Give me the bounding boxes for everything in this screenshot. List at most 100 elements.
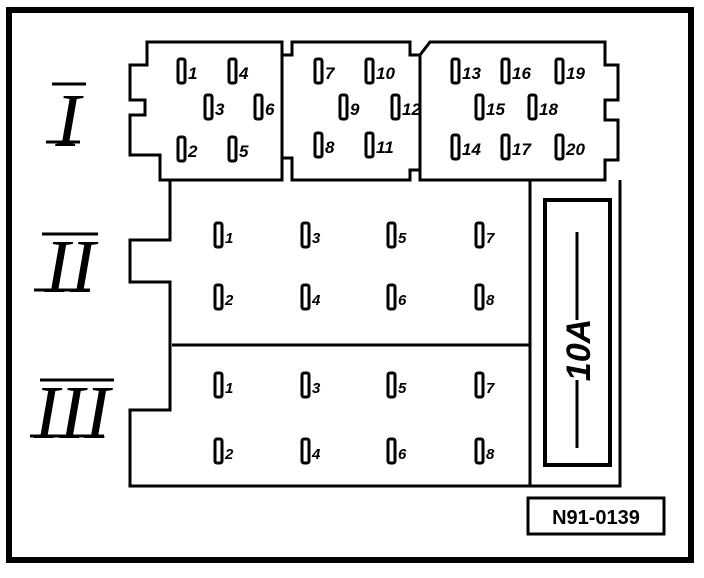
pin-contact bbox=[300, 283, 311, 311]
pin-number: 8 bbox=[486, 446, 495, 463]
pin-contact bbox=[338, 93, 349, 121]
connector-iii-pins: 1 2 3 4 5 6 7 8 bbox=[213, 371, 495, 465]
pin-contact bbox=[300, 371, 311, 399]
pin-contact bbox=[474, 437, 485, 465]
pin-number: 4 bbox=[311, 292, 321, 309]
pin-number: 4 bbox=[311, 446, 321, 463]
pin-number: 4 bbox=[238, 64, 249, 83]
pin-contact bbox=[313, 57, 324, 85]
pin-i-10: 10 bbox=[364, 57, 395, 85]
pin-number: 7 bbox=[325, 64, 336, 83]
pin-contact bbox=[213, 283, 224, 311]
pin-number: 1 bbox=[225, 230, 233, 247]
pin-contact bbox=[527, 93, 538, 121]
connector-ii-iii-housing bbox=[128, 180, 622, 488]
pin-i-12: 12 bbox=[390, 93, 421, 121]
pin-number: 3 bbox=[312, 230, 321, 247]
pin-i-11: 11 bbox=[364, 131, 394, 159]
pin-contact bbox=[554, 57, 565, 85]
pin-ii-3: 3 bbox=[300, 221, 321, 249]
pin-contact bbox=[500, 133, 511, 161]
pin-number: 2 bbox=[224, 446, 234, 463]
pin-i-6: 6 bbox=[253, 93, 275, 121]
roman-numeral-iii: III bbox=[33, 371, 114, 455]
pin-contact bbox=[386, 283, 397, 311]
pin-i-7: 7 bbox=[313, 57, 336, 85]
pin-number: 3 bbox=[312, 380, 321, 397]
pin-i-16: 16 bbox=[500, 57, 531, 85]
pin-number: 11 bbox=[376, 138, 394, 157]
pin-ii-5: 5 bbox=[386, 221, 407, 249]
pin-number: 13 bbox=[462, 64, 481, 83]
pin-contact bbox=[554, 133, 565, 161]
pin-number: 6 bbox=[398, 446, 407, 463]
pin-i-17: 17 bbox=[500, 133, 532, 161]
pin-contact bbox=[227, 135, 238, 163]
pin-contact bbox=[227, 57, 238, 85]
pin-ii-7: 7 bbox=[474, 221, 495, 249]
pin-i-18: 18 bbox=[527, 93, 558, 121]
pin-iii-4: 4 bbox=[300, 437, 321, 465]
pin-ii-8: 8 bbox=[474, 283, 495, 311]
roman-numeral-i: I bbox=[54, 79, 84, 163]
pin-i-15: 15 bbox=[474, 93, 505, 121]
pin-number: 20 bbox=[565, 140, 585, 159]
pin-contact bbox=[474, 93, 485, 121]
pin-number: 5 bbox=[398, 380, 407, 397]
pin-contact bbox=[474, 221, 485, 249]
pin-number: 10 bbox=[376, 64, 395, 83]
pin-contact bbox=[474, 283, 485, 311]
pin-iii-8: 8 bbox=[474, 437, 495, 465]
pin-number: 12 bbox=[402, 100, 421, 119]
pin-number: 7 bbox=[486, 230, 495, 247]
pin-ii-6: 6 bbox=[386, 283, 407, 311]
pin-contact bbox=[450, 133, 461, 161]
pin-number: 6 bbox=[398, 292, 407, 309]
pin-number: 9 bbox=[350, 100, 360, 119]
outer-frame bbox=[6, 7, 694, 563]
pin-iii-3: 3 bbox=[300, 371, 321, 399]
pin-contact bbox=[364, 57, 375, 85]
figure-id-box: N91-0139 bbox=[526, 496, 666, 536]
pin-iii-1: 1 bbox=[213, 371, 233, 399]
pin-i-1: 1 bbox=[176, 57, 197, 85]
roman-numeral-bars bbox=[30, 82, 114, 438]
pin-i-14: 14 bbox=[450, 133, 481, 161]
pin-contact bbox=[386, 221, 397, 249]
pin-contact bbox=[300, 437, 311, 465]
pin-iii-7: 7 bbox=[474, 371, 495, 399]
pin-number: 14 bbox=[462, 140, 481, 159]
pin-contact bbox=[213, 437, 224, 465]
pin-number: 5 bbox=[398, 230, 407, 247]
pin-number: 6 bbox=[265, 100, 275, 119]
pin-number: 7 bbox=[486, 380, 495, 397]
pin-contact bbox=[364, 131, 375, 159]
pin-number: 2 bbox=[187, 142, 198, 161]
pin-ii-4: 4 bbox=[300, 283, 321, 311]
roman-numeral-ii: II bbox=[44, 225, 99, 309]
pin-number: 18 bbox=[539, 100, 558, 119]
figure-id-label: N91-0139 bbox=[552, 507, 640, 529]
pin-i-5: 5 bbox=[227, 135, 249, 163]
fuse-label: 10A bbox=[560, 319, 598, 381]
pin-iii-2: 2 bbox=[213, 437, 234, 465]
pin-contact bbox=[474, 371, 485, 399]
pin-contact bbox=[253, 93, 264, 121]
pin-i-3: 3 bbox=[203, 93, 225, 121]
pin-ii-1: 1 bbox=[213, 221, 233, 249]
pin-i-19: 19 bbox=[554, 57, 585, 85]
pin-number: 5 bbox=[239, 142, 249, 161]
pin-iii-6: 6 bbox=[386, 437, 407, 465]
pin-number: 17 bbox=[512, 140, 532, 159]
pin-number: 15 bbox=[486, 100, 505, 119]
pin-i-13: 13 bbox=[450, 57, 481, 85]
pin-contact bbox=[313, 131, 324, 159]
pin-number: 19 bbox=[566, 64, 585, 83]
pin-contact bbox=[203, 93, 214, 121]
pin-i-4: 4 bbox=[227, 57, 249, 85]
pin-contact bbox=[386, 371, 397, 399]
pin-contact bbox=[500, 57, 511, 85]
pin-number: 8 bbox=[486, 292, 495, 309]
